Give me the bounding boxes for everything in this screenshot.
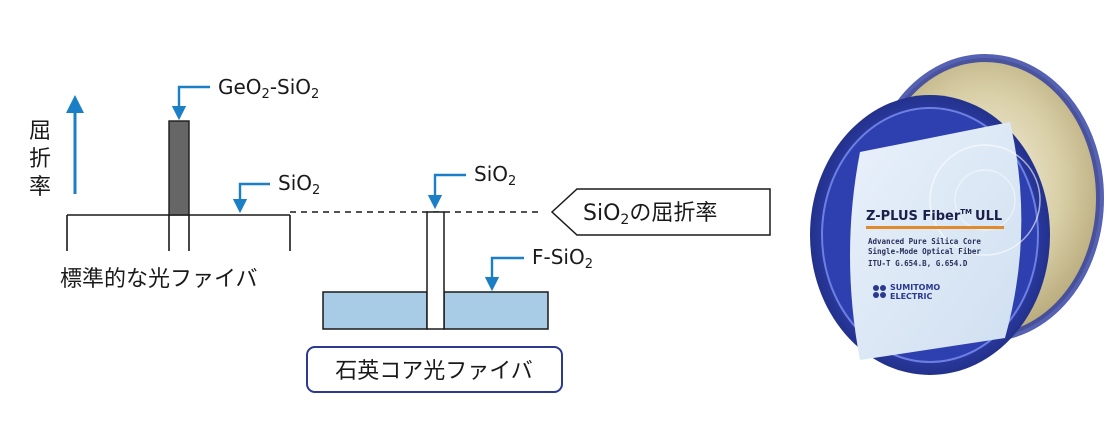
sio2-right-pointer bbox=[427, 173, 466, 210]
spool-desc-line-2: Single-Mode Optical Fiber bbox=[868, 247, 981, 256]
fsio2-label: F-SiO2 bbox=[532, 245, 593, 272]
spool-brand-line-2: ELECTRIC bbox=[890, 292, 932, 301]
spool-brand-line-1: SUMITOMO bbox=[890, 283, 940, 292]
standard-fiber-caption: 標準的な光ファイバ bbox=[60, 267, 258, 292]
sio2-right-label: SiO2 bbox=[474, 162, 516, 189]
geo2-core-bar bbox=[168, 120, 190, 216]
sumitomo-logo-icon bbox=[873, 285, 886, 298]
sio2-left-label: SiO2 bbox=[278, 171, 320, 198]
spool-desc-line-1: Advanced Pure Silica Core bbox=[868, 237, 981, 246]
axis-char-2: 折 bbox=[29, 147, 51, 172]
sio2-index-reference-tag: SiO2の屈折率 bbox=[550, 188, 771, 236]
spool-label-panel bbox=[850, 122, 1022, 360]
y-axis-label: 屈 折 率 bbox=[29, 119, 51, 200]
pure-silica-core-bar bbox=[426, 211, 445, 330]
pure-silica-fiber-caption-text: 石英コア光ファイバ bbox=[335, 359, 533, 384]
sio2-left-pointer bbox=[232, 182, 270, 214]
axis-char-3: 率 bbox=[29, 175, 51, 200]
geo2-sio2-label: GeO2-SiO2 bbox=[218, 75, 319, 102]
fsio2-pointer bbox=[484, 256, 524, 292]
geo2-sio2-pointer bbox=[171, 85, 210, 121]
fluorine-cladding-right bbox=[443, 291, 549, 330]
pure-silica-fiber-profile bbox=[322, 211, 549, 330]
sio2-index-reference-label: SiO2の屈折率 bbox=[583, 201, 717, 228]
fluorine-cladding-left bbox=[322, 291, 428, 330]
spool-title-stripe bbox=[866, 226, 1004, 229]
axis-char-1: 屈 bbox=[29, 119, 51, 144]
standard-fiber-profile bbox=[66, 120, 291, 251]
pure-silica-fiber-caption: 石英コア光ファイバ bbox=[306, 346, 563, 393]
spool-desc-line-3: ITU-T G.654.B, G.654.D bbox=[868, 259, 968, 268]
